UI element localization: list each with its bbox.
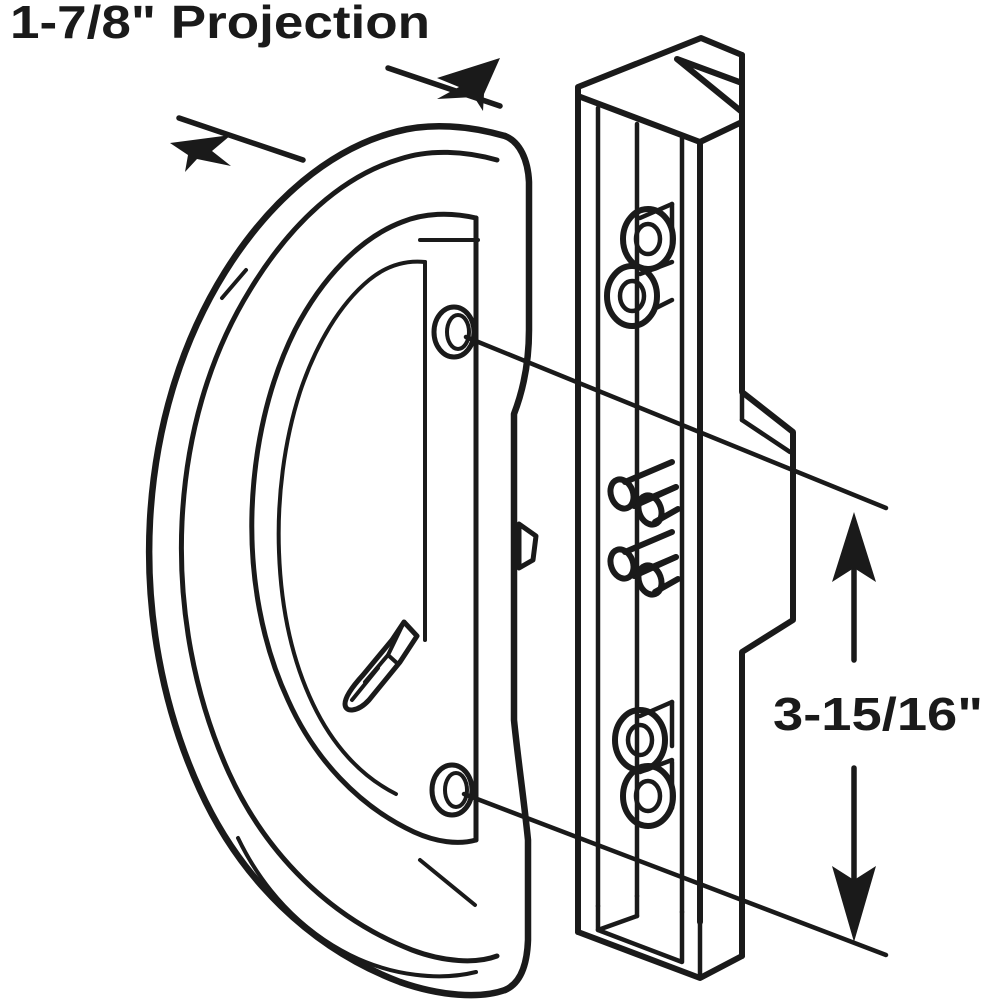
back-plate-top-face bbox=[575, 35, 745, 145]
handle-bottom-inner-arc bbox=[236, 836, 478, 979]
projection-arrow-left bbox=[170, 115, 306, 172]
vertical-dimension-arrow-down bbox=[832, 765, 876, 942]
handle-outer-contour bbox=[145, 123, 509, 999]
projection-dimension-label: 1-7/8" Projection bbox=[10, 0, 430, 48]
thumb-latch-lever bbox=[342, 619, 420, 713]
handle-back-edge bbox=[501, 132, 533, 994]
pull-handle bbox=[145, 123, 539, 999]
mounting-back-plate bbox=[575, 35, 796, 981]
handle-top-highlight-tick bbox=[220, 268, 248, 300]
back-plate-upper-boss-pair bbox=[604, 201, 676, 329]
back-plate-open-bottom bbox=[575, 893, 745, 981]
back-plate-right-stepped-edge bbox=[739, 52, 796, 959]
projection-arrow-right bbox=[385, 58, 503, 111]
handle-bottom-corner-line bbox=[418, 858, 477, 907]
back-plate-upper-post-pair bbox=[607, 459, 681, 528]
lower-screw-hole bbox=[429, 762, 475, 818]
back-plate-lower-boss-pair bbox=[612, 699, 676, 829]
vertical-dimension-arrow-up bbox=[832, 512, 876, 663]
handle-panel-highlight bbox=[276, 259, 427, 796]
vertical-dimension: 3-15/16" bbox=[773, 512, 983, 942]
upper-screw-hole bbox=[431, 304, 477, 360]
leader-lines bbox=[461, 334, 889, 958]
back-plate-upper-shoulder-fold bbox=[739, 417, 793, 455]
hole-spacing-dimension-label: 3-15/16" bbox=[773, 688, 983, 740]
handle-side-tab bbox=[516, 521, 539, 571]
back-plate-lower-post-pair bbox=[607, 529, 681, 598]
projection-dimension-arrows bbox=[170, 58, 503, 172]
handle-recess-outer bbox=[249, 211, 479, 845]
handle-thickness-line bbox=[178, 149, 500, 964]
leader-line-lower-hole bbox=[461, 791, 889, 958]
leader-line-upper-hole bbox=[463, 334, 889, 511]
